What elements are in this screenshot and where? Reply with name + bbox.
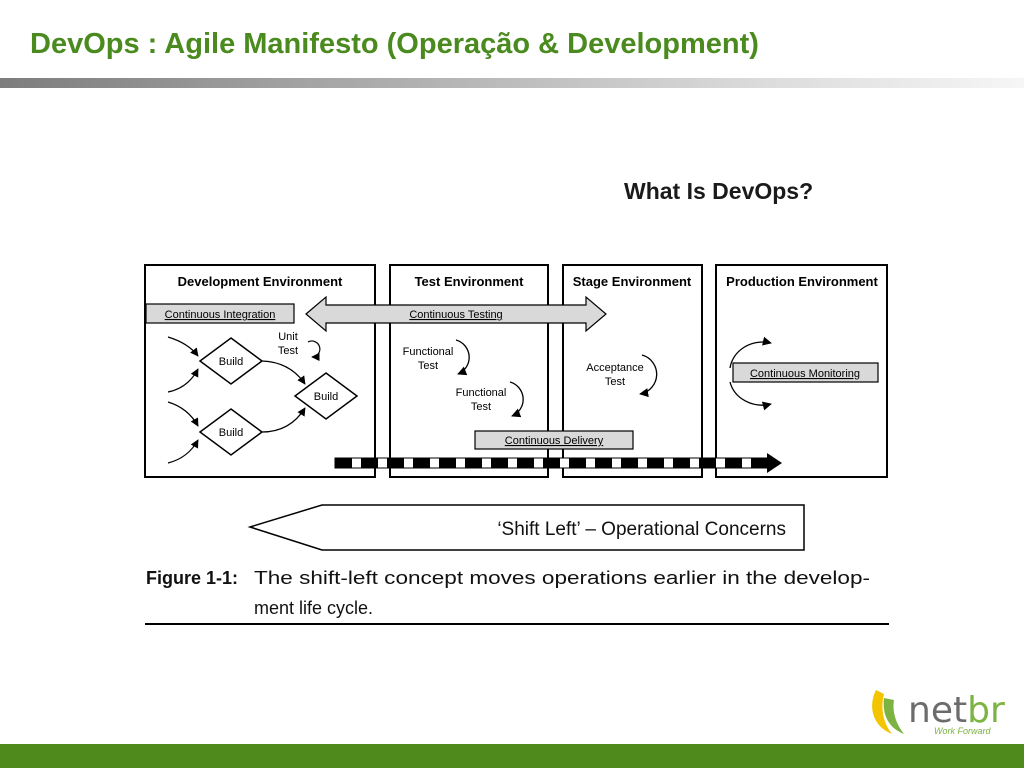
functional-test-2-loop-icon	[509, 381, 524, 418]
slide-title: DevOps : Agile Manifesto (Operação & Dev…	[30, 28, 759, 60]
dev-environment-label: Development Environment	[178, 274, 343, 289]
shift-left-arrow	[247, 504, 805, 551]
monitoring-cycle-top-arrow	[729, 336, 772, 369]
netbr-logo: netbr Work Forward	[864, 680, 1024, 744]
continuous-testing-label: Continuous Testing	[409, 309, 502, 321]
acceptance-test-loop-icon	[639, 354, 658, 398]
production-environment-label: Production Environment	[726, 274, 878, 289]
functional-test-2-line1: Functional	[456, 387, 507, 399]
functional-test-2-line2: Test	[471, 401, 491, 413]
functional-test-1-line1: Functional	[403, 346, 454, 358]
logo-tagline: Work Forward	[934, 726, 991, 736]
title-divider	[0, 78, 1024, 88]
logo-text-br: br	[967, 690, 1005, 731]
build-node-right-label: Build	[314, 391, 338, 403]
build-node-bottom-label: Build	[219, 427, 243, 439]
logo-swoosh-green-icon	[883, 698, 904, 734]
figure-heading: What Is DevOps?	[624, 178, 813, 204]
continuous-monitoring-banner	[732, 362, 879, 383]
figure-caption-line2: ment life cycle.	[254, 598, 373, 618]
figure-caption-line1: The shift-left concept moves operations …	[254, 568, 870, 588]
dev-environment-box	[144, 264, 376, 478]
build-input-arrows	[167, 336, 306, 464]
build-node-right	[293, 372, 359, 420]
build-node-top-label: Build	[219, 356, 243, 368]
continuous-testing-arrow	[305, 295, 607, 333]
figure-caption-label: Figure 1-1:	[146, 568, 238, 588]
continuous-delivery-banner	[474, 430, 634, 450]
continuous-monitoring-label: Continuous Monitoring	[750, 368, 860, 380]
continuous-integration-banner	[145, 303, 295, 324]
acceptance-test-line1: Acceptance	[586, 362, 643, 374]
unit-test-label-line1: Unit	[278, 331, 298, 343]
acceptance-test-line2: Test	[605, 376, 625, 388]
functional-test-1-line2: Test	[418, 360, 438, 372]
unit-test-loop-icon	[307, 340, 321, 362]
logo-text-net: net	[908, 690, 967, 731]
build-node-top	[198, 337, 264, 385]
footer-bar	[0, 744, 1024, 768]
logo-wordmark: netbr	[908, 690, 1005, 731]
netbr-logo-graphic: netbr Work Forward	[872, 690, 1005, 736]
logo-swoosh-yellow-icon	[872, 690, 892, 734]
functional-test-1-loop-icon	[455, 339, 470, 376]
continuous-integration-label: Continuous Integration	[165, 309, 276, 321]
pipeline-arrow-head	[767, 453, 782, 473]
monitoring-cycle-bottom-arrow	[729, 381, 772, 411]
build-node-bottom	[198, 408, 264, 456]
stage-environment-label: Stage Environment	[573, 274, 692, 289]
unit-test-label-line2: Test	[278, 345, 298, 357]
continuous-delivery-label: Continuous Delivery	[505, 435, 604, 447]
shift-left-label: ‘Shift Left’ – Operational Concerns	[497, 519, 786, 540]
test-environment-label: Test Environment	[415, 274, 525, 289]
